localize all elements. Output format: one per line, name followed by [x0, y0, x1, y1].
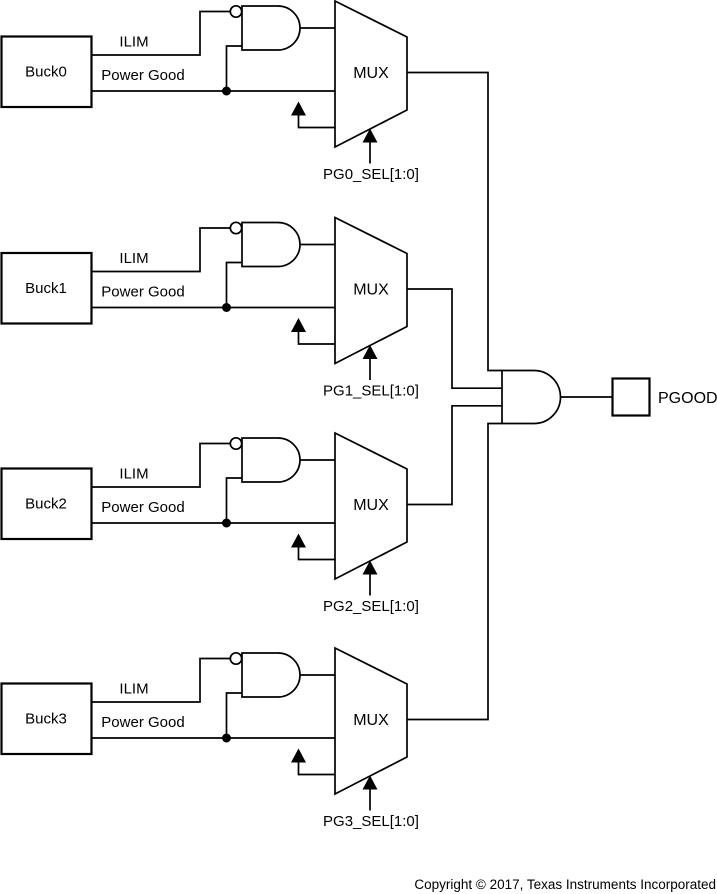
- buck3-ilim-wire: [91, 657, 230, 703]
- buck0-inverter-bubble-icon: [229, 4, 243, 19]
- mux3-to-and-wire: [407, 422, 502, 721]
- buck2-junction-dot: [222, 518, 231, 528]
- buck0-junction-dot: [222, 86, 231, 96]
- buck1-and-gate: [241, 221, 301, 268]
- buck2-inverter-bubble-icon: [229, 436, 243, 451]
- buck1-mux-label: MUX: [353, 282, 389, 299]
- buck3-enable-arrow-icon: [291, 748, 306, 763]
- buck0-enable-arrow-icon: [291, 101, 306, 116]
- buck3-ilim-label: ILIM: [119, 681, 148, 698]
- buck0-gate-branch-wire: [225, 45, 242, 91]
- pgood-pin-box: [611, 377, 651, 417]
- buck0-ilim-wire: [91, 10, 230, 56]
- buck2-enable-arrow-icon: [291, 533, 306, 548]
- buck1-inverter-bubble-icon: [229, 221, 243, 235]
- buck1-block: [0, 251, 93, 325]
- buck0-block-label: Buck0: [25, 64, 67, 81]
- buck1-junction-dot: [222, 303, 231, 312]
- buck1-gate-branch-wire: [225, 261, 242, 308]
- buck3-mux: [334, 646, 408, 796]
- buck0-mux: [334, 0, 408, 149]
- pgood-output-stage: PGOOD: [407, 71, 717, 721]
- buck2-block: [0, 467, 93, 541]
- buck3-block-label: Buck3: [25, 711, 67, 728]
- mux2-to-and-wire: [407, 404, 502, 506]
- buck2-sel-label: PG2_SEL[1:0]: [323, 598, 419, 615]
- buck2-gate-branch-wire: [225, 477, 242, 523]
- buck2-row: Buck2 ILIM Power Good MUX PG2_SEL[1:0]: [0, 431, 419, 615]
- buck2-block-label: Buck2: [25, 496, 67, 513]
- buck2-ilim-wire: [91, 442, 230, 488]
- buck3-mux-enable-wire: [297, 761, 335, 776]
- buck1-ilim-wire: [91, 227, 230, 273]
- buck0-mux-enable-wire: [297, 114, 335, 129]
- buck2-and-gate: [241, 437, 301, 483]
- buck2-ilim-label: ILIM: [119, 466, 148, 483]
- buck3-gate-branch-wire: [225, 692, 242, 738]
- buck0-sel-label: PG0_SEL[1:0]: [323, 166, 419, 183]
- buck1-row: Buck1 ILIM Power Good MUX PG1_SEL[1:0]: [0, 216, 419, 400]
- pgood-and-gate: [501, 369, 562, 425]
- buck3-junction-dot: [222, 733, 231, 743]
- buck1-ilim-label: ILIM: [119, 250, 148, 267]
- buck1-block-label: Buck1: [25, 280, 67, 297]
- buck2-mux-enable-wire: [297, 546, 335, 561]
- buck3-and-gate: [241, 652, 301, 698]
- mux0-to-and-wire: [407, 71, 502, 372]
- buck2-mux: [334, 431, 408, 581]
- mux1-to-and-wire: [407, 288, 502, 390]
- buck3-power-good-label: Power Good: [101, 714, 184, 731]
- buck3-sel-label: PG3_SEL[1:0]: [323, 813, 419, 830]
- buck3-row: Buck3 ILIM Power Good MUX PG3_SEL[1:0]: [0, 646, 419, 830]
- copyright-notice: Copyright © 2017, Texas Instruments Inco…: [414, 877, 716, 892]
- buck1-mux: [334, 216, 408, 365]
- buck2-mux-label: MUX: [353, 497, 389, 514]
- buck0-block: [0, 35, 93, 109]
- buck3-sel-arrow-icon: [362, 775, 378, 790]
- buck1-power-good-label: Power Good: [101, 284, 184, 301]
- buck3-mux-label: MUX: [353, 712, 389, 729]
- pgood-label: PGOOD: [658, 390, 717, 407]
- buck0-row: Buck0 ILIM Power Good MUX PG0_SEL[1:0]: [0, 0, 419, 183]
- buck1-enable-arrow-icon: [291, 318, 306, 332]
- buck0-power-good-label: Power Good: [101, 67, 184, 84]
- buck0-and-gate: [241, 5, 301, 51]
- buck3-block: [0, 682, 93, 756]
- buck2-sel-arrow-icon: [362, 560, 378, 575]
- buck1-sel-label: PG1_SEL[1:0]: [323, 383, 419, 400]
- buck1-sel-arrow-icon: [362, 345, 378, 359]
- buck0-sel-arrow-icon: [362, 128, 378, 143]
- buck2-power-good-label: Power Good: [101, 499, 184, 516]
- buck1-mux-enable-wire: [297, 330, 335, 345]
- buck0-mux-label: MUX: [353, 65, 389, 82]
- buck3-inverter-bubble-icon: [229, 651, 243, 666]
- buck0-ilim-label: ILIM: [119, 34, 148, 51]
